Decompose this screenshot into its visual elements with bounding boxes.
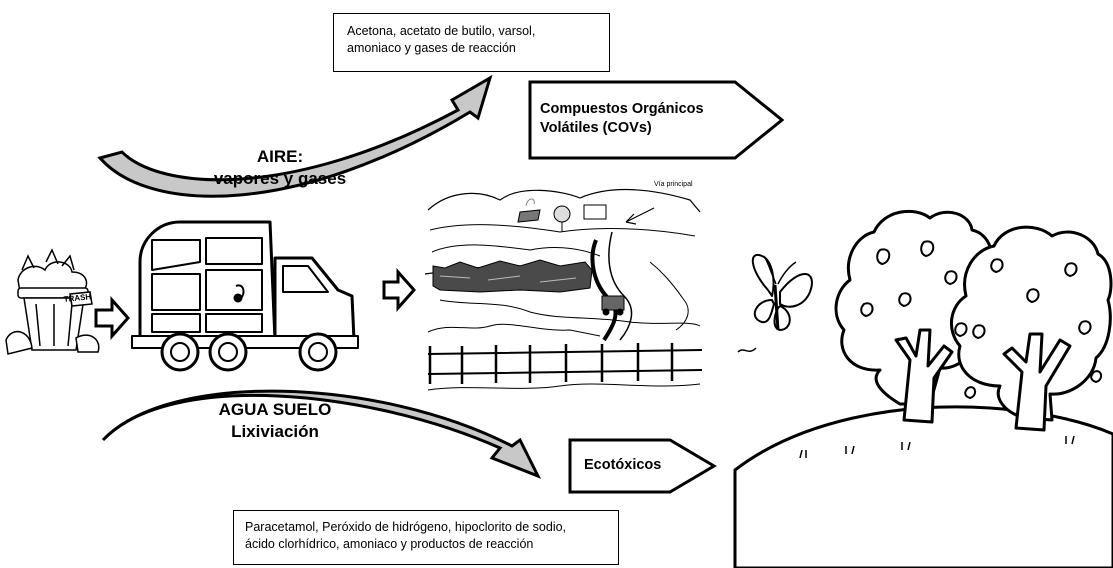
air-flow-label: AIRE: vapores y gases: [170, 146, 390, 190]
air-flow-label-line-1: AIRE:: [256, 147, 304, 166]
ecotox-tag-label: Ecotóxicos: [584, 456, 661, 475]
air-flow-arrow: [97, 74, 493, 198]
process-arrow-1: [94, 296, 131, 340]
garbage-truck-icon: [131, 220, 359, 372]
water-flow-label-line-2: Lixiviación: [231, 422, 319, 441]
ecotox-tag-shape: [568, 438, 717, 494]
water-flow-label-line-1: AGUA SUELO: [218, 400, 332, 419]
water-flow-arrow: [101, 389, 542, 479]
ecotox-tag-text: Ecotóxicos: [584, 457, 662, 473]
water-emissions-box: Paracetamol, Peróxido de hidrógeno, hipo…: [233, 510, 619, 565]
landfill-road-label: Vía principal: [654, 181, 693, 188]
cov-tag-shape: [528, 80, 785, 160]
cov-tag-label: Compuestos Orgánicos Volátiles (COVs): [540, 100, 704, 138]
cov-tag-line-2: Volátiles (COVs): [540, 120, 652, 136]
butterfly-icon: [737, 253, 813, 353]
water-emissions-line-1: Paracetamol, Peróxido de hidrógeno, hipo…: [245, 520, 567, 534]
trash-can-label: TRASH: [63, 292, 92, 304]
air-emissions-line-1: Acetona, acetato de butilo, varsol,: [347, 24, 536, 38]
process-arrow-2: [382, 268, 417, 312]
water-flow-label: AGUA SUELO Lixiviación: [175, 399, 375, 443]
cov-tag-line-1: Compuestos Orgánicos: [540, 101, 704, 117]
landfill-scene: [424, 188, 703, 391]
water-emissions-line-2: ácido clorhídrico, amoniaco y productos …: [245, 537, 534, 551]
trees-scene: [733, 209, 1113, 568]
air-emissions-box: Acetona, acetato de butilo, varsol, amon…: [333, 13, 610, 72]
air-flow-label-line-2: vapores y gases: [213, 169, 347, 188]
air-emissions-line-2: amoniaco y gases de reacción: [347, 41, 516, 55]
trash-can-icon: [5, 248, 100, 355]
